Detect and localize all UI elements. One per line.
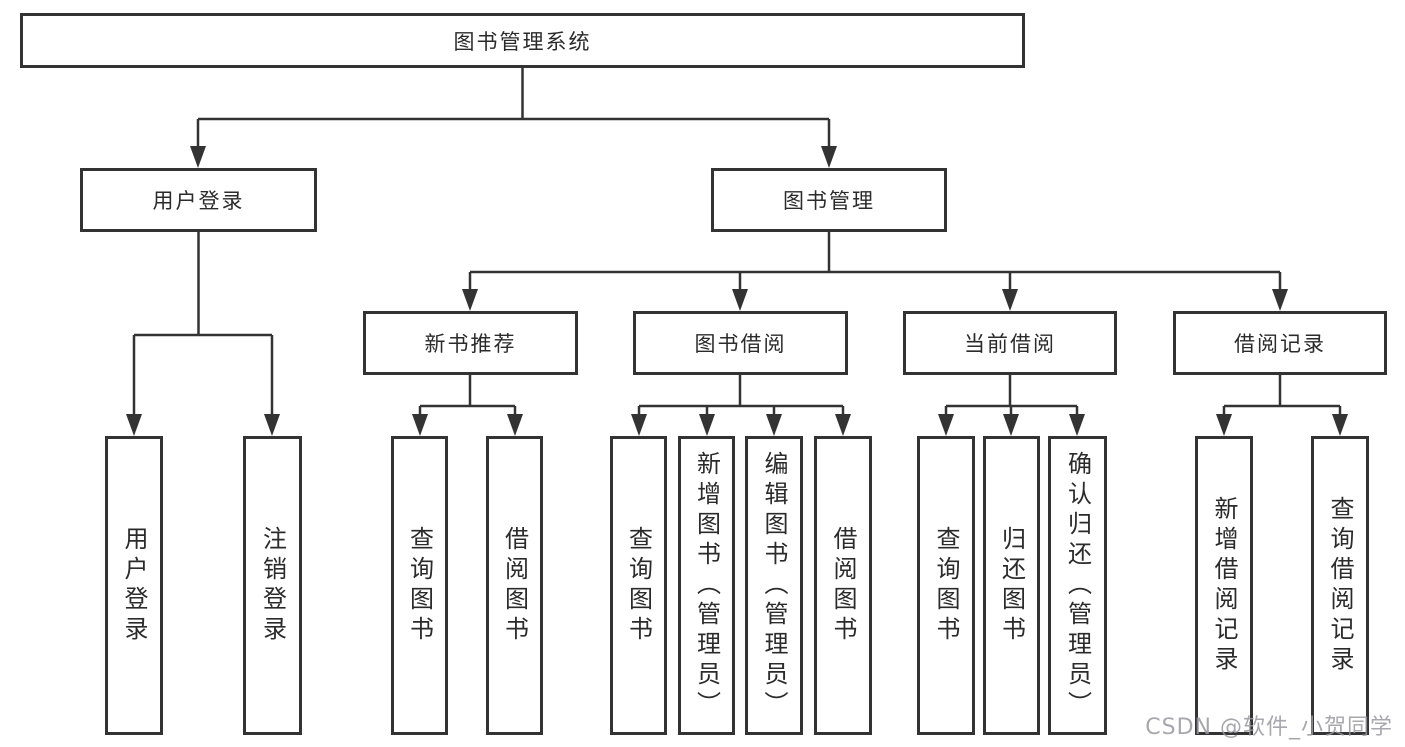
leaf-query-books-2: 查询图书 <box>610 436 667 735</box>
leaf-borrow-books-2: 借阅图书 <box>814 436 872 735</box>
node-book-borrow: 图书借阅 <box>633 311 848 375</box>
leaf-query-books-1: 查询图书 <box>391 436 448 735</box>
node-current-borrow: 当前借阅 <box>903 311 1117 375</box>
leaf-query-books-3: 查询图书 <box>917 436 975 735</box>
node-book-management: 图书管理 <box>711 168 947 232</box>
leaf-add-books-admin: 新增图书（管理员） <box>678 436 735 735</box>
node-user-login: 用户登录 <box>80 168 317 232</box>
leaf-logout: 注销登录 <box>243 436 302 735</box>
node-new-book-recommend: 新书推荐 <box>363 311 578 375</box>
leaf-add-borrow-record: 新增借阅记录 <box>1195 436 1253 735</box>
leaf-borrow-books-1: 借阅图书 <box>486 436 543 735</box>
leaf-edit-books-admin: 编辑图书（管理员） <box>745 436 803 735</box>
node-borrow-records: 借阅记录 <box>1173 311 1387 375</box>
leaf-confirm-return-admin: 确认归还（管理员） <box>1048 436 1107 735</box>
node-root: 图书管理系统 <box>20 13 1025 68</box>
leaf-return-books: 归还图书 <box>983 436 1040 735</box>
leaf-user-login: 用户登录 <box>105 436 163 735</box>
csdn-watermark: CSDN @软件_小贺同学 <box>1145 715 1393 740</box>
leaf-query-borrow-record: 查询借阅记录 <box>1311 436 1369 735</box>
